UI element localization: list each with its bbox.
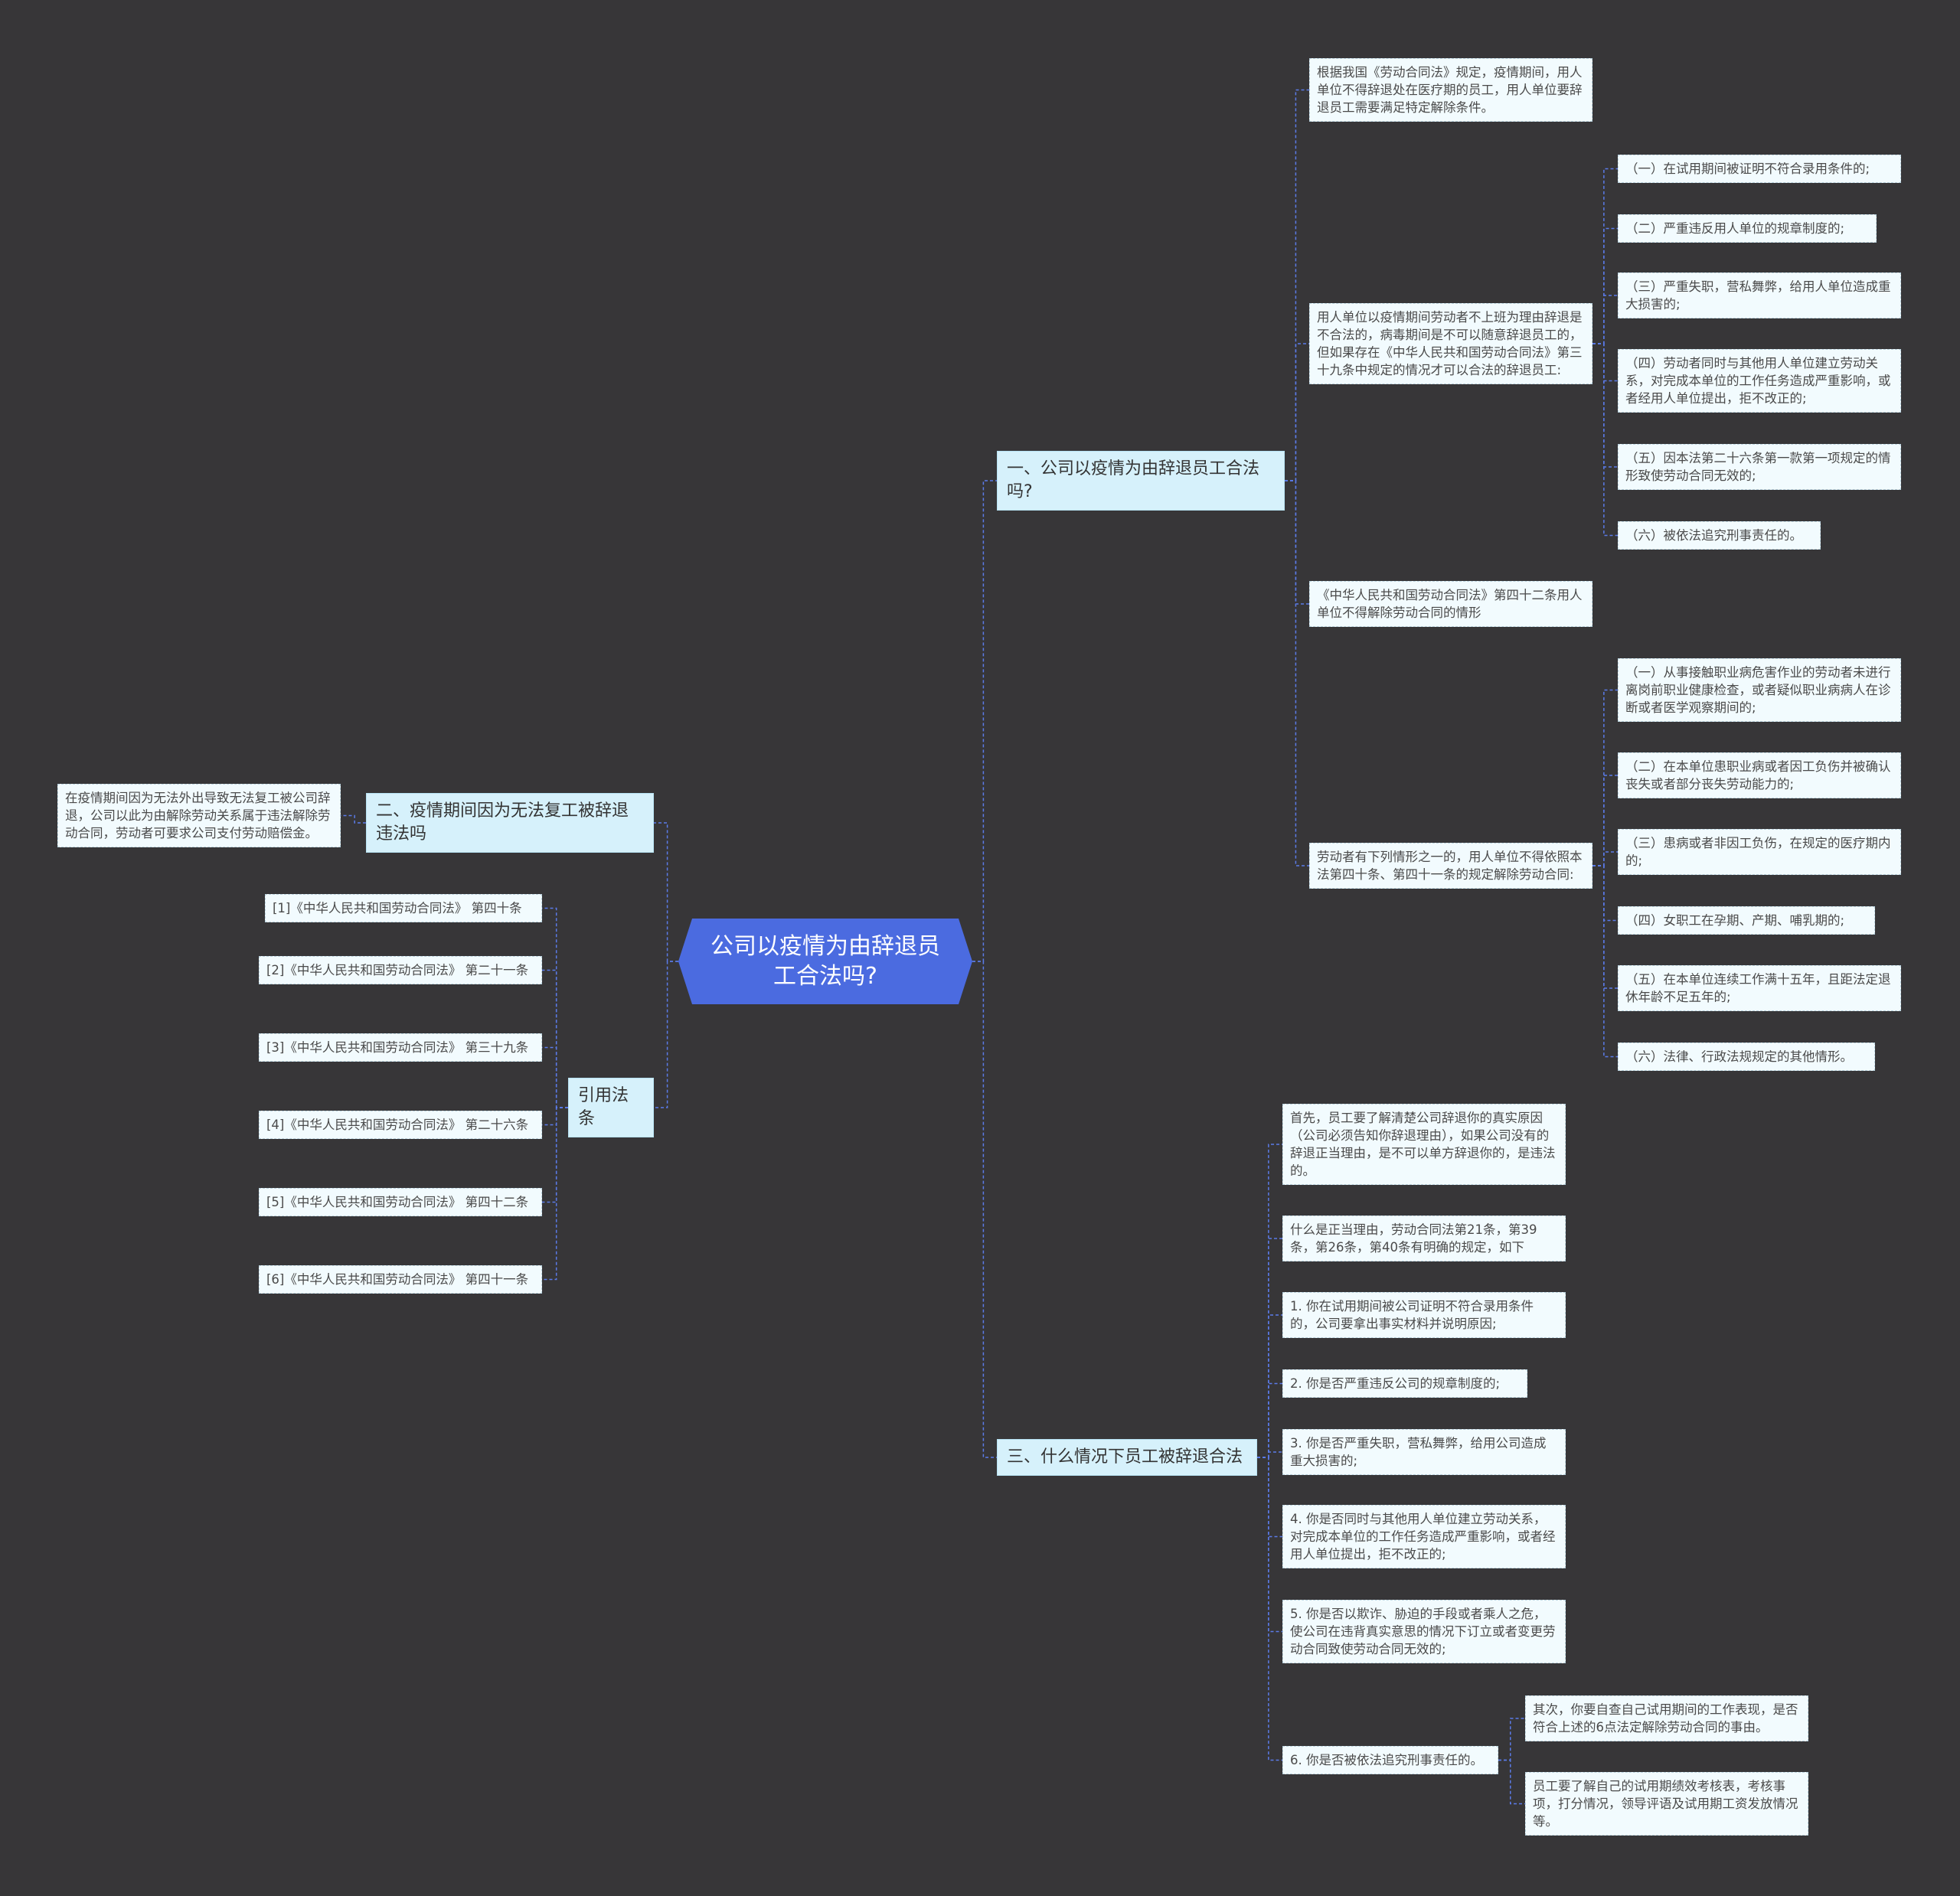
- connector-line: [972, 961, 997, 1458]
- b1-protect-item[interactable]: （六）法律、行政法规规定的其他情形。: [1618, 1043, 1875, 1071]
- b1-protect-label[interactable]: 劳动者有下列情形之一的，用人单位不得依照本法第四十条、第四十一条的规定解除劳动合…: [1309, 843, 1592, 889]
- connector-line: [1592, 168, 1618, 344]
- connector-line: [542, 969, 568, 1108]
- b4-item[interactable]: 4. 你是否同时与其他用人单位建立劳动关系，对完成本单位的工作任务造成严重影响，…: [1282, 1505, 1566, 1568]
- b3-article[interactable]: [1]《中华人民共和国劳动合同法》 第四十条: [265, 894, 542, 922]
- b1-article42[interactable]: 《中华人民共和国劳动合同法》第四十二条用人单位不得解除劳动合同的情形: [1309, 581, 1592, 627]
- connector-line: [1285, 480, 1309, 866]
- connector-line: [542, 907, 568, 1108]
- b1-dismiss-item[interactable]: （五）因本法第二十六条第一款第一项规定的情形致使劳动合同无效的;: [1618, 444, 1901, 490]
- branch-3-node[interactable]: 引用法条: [568, 1078, 654, 1137]
- b3-article[interactable]: [6]《中华人民共和国劳动合同法》 第四十一条: [259, 1265, 542, 1294]
- connector-line: [1592, 227, 1618, 344]
- b1-dismiss-item[interactable]: （六）被依法追究刑事责任的。: [1618, 521, 1821, 550]
- connector-line: [1592, 775, 1618, 866]
- b3-article[interactable]: [2]《中华人民共和国劳动合同法》 第二十一条: [259, 956, 542, 984]
- b4-item[interactable]: 首先，员工要了解清楚公司辞退你的真实原因（公司必须告知你辞退理由），如果公司没有…: [1282, 1104, 1566, 1185]
- b4-item[interactable]: 6. 你是否被依法追究刑事责任的。: [1282, 1746, 1498, 1774]
- branch-4-node[interactable]: 三、什么情况下员工被辞退合法: [997, 1439, 1257, 1476]
- branch-1-node[interactable]: 一、公司以疫情为由辞退员工合法吗?: [997, 451, 1285, 511]
- b4-sub-item[interactable]: 其次，你要自查自己试用期间的工作表现，是否符合上述的6点法定解除劳动合同的事由。: [1525, 1695, 1808, 1741]
- connector-line: [1257, 1457, 1282, 1538]
- b1-protect-item[interactable]: （三）患病或者非因工负伤，在规定的医疗期内的;: [1618, 829, 1901, 875]
- b1-protect-item[interactable]: （四）女职工在孕期、产期、哺乳期的;: [1618, 906, 1875, 935]
- b4-item[interactable]: 1. 你在试用期间被公司证明不符合录用条件的，公司要拿出事实材料并说明原因;: [1282, 1292, 1566, 1338]
- b1-dismiss-item[interactable]: （四）劳动者同时与其他用人单位建立劳动关系，对完成本单位的工作任务造成严重影响，…: [1618, 349, 1901, 413]
- connector-line: [1285, 343, 1309, 481]
- connector-line: [542, 1107, 568, 1281]
- b2-text[interactable]: 在疫情期间因为无法外出导致无法复工被公司辞退，公司以此为由解除劳动关系属于违法解…: [57, 784, 341, 847]
- connector-line: [1592, 689, 1618, 866]
- b1-protect-item[interactable]: （五）在本单位连续工作满十五年，且距法定退休年龄不足五年的;: [1618, 965, 1901, 1011]
- b1-dismiss-item[interactable]: （二）严重违反用人单位的规章制度的;: [1618, 214, 1877, 243]
- root-node[interactable]: 公司以疫情为由辞退员工合法吗?: [678, 919, 972, 1004]
- b4-item[interactable]: 3. 你是否严重失职，营私舞弊，给用公司造成重大损害的;: [1282, 1429, 1566, 1475]
- b1-dismiss-item[interactable]: （一）在试用期间被证明不符合录用条件的;: [1618, 155, 1901, 183]
- connector-line: [542, 1107, 568, 1126]
- b4-item[interactable]: 5. 你是否以欺诈、胁迫的手段或者乘人之危，使公司在违背真实意思的情况下订立或者…: [1282, 1600, 1566, 1663]
- connector-line: [1592, 865, 1618, 1058]
- connector-line: [1592, 343, 1618, 382]
- b3-article[interactable]: [4]《中华人民共和国劳动合同法》 第二十六条: [259, 1111, 542, 1139]
- b1-dismiss-label[interactable]: 用人单位以疫情期间劳动者不上班为理由辞退是不合法的，病毒期间是不可以随意辞退员工…: [1309, 303, 1592, 384]
- connector-line: [1592, 343, 1618, 537]
- connector-line: [1285, 480, 1309, 605]
- connector-line: [1257, 1451, 1282, 1458]
- b3-article[interactable]: [5]《中华人民共和国劳动合同法》 第四十二条: [259, 1188, 542, 1216]
- b3-article[interactable]: [3]《中华人民共和国劳动合同法》 第三十九条: [259, 1033, 542, 1062]
- b1-protect-item[interactable]: （二）在本单位患职业病或者因工负伤并被确认丧失或者部分丧失劳动能力的;: [1618, 752, 1901, 798]
- root-title: 公司以疫情为由辞退员工合法吗?: [710, 933, 940, 990]
- connector-line: [1592, 865, 1618, 989]
- connector-line: [1498, 1718, 1525, 1761]
- b4-sub-item[interactable]: 员工要了解自己的试用期绩效考核表，考核事项，打分情况，领导评语及试用期工资发放情…: [1525, 1772, 1808, 1836]
- connector-line: [1257, 1457, 1282, 1633]
- connector-line: [654, 822, 678, 962]
- branch-2-node[interactable]: 二、疫情期间因为无法复工被辞退违法吗: [366, 793, 654, 853]
- connector-line: [1257, 1144, 1282, 1458]
- connector-line: [1257, 1382, 1282, 1458]
- connector-line: [1592, 295, 1618, 344]
- connector-line: [1592, 851, 1618, 866]
- connector-line: [1592, 343, 1618, 468]
- connector-line: [654, 961, 678, 1108]
- connector-line: [1592, 865, 1618, 922]
- connector-line: [542, 1107, 568, 1203]
- connector-line: [1257, 1238, 1282, 1458]
- b4-item[interactable]: 2. 你是否严重违反公司的规章制度的;: [1282, 1369, 1527, 1398]
- connector-line: [972, 480, 997, 962]
- b1-protect-item[interactable]: （一）从事接触职业病危害作业的劳动者未进行离岗前职业健康检查，或者疑似职业病病人…: [1618, 658, 1901, 722]
- connector-line: [1257, 1314, 1282, 1458]
- connector-line: [1498, 1759, 1525, 1805]
- b4-item[interactable]: 什么是正当理由，劳动合同法第21条，第39条，第26条，第40条有明确的规定，如…: [1282, 1216, 1566, 1261]
- b1-dismiss-item[interactable]: （三）严重失职，营私舞弊，给用人单位造成重大损害的;: [1618, 272, 1901, 318]
- b1-intro[interactable]: 根据我国《劳动合同法》规定，疫情期间，用人单位不得辞退处在医疗期的员工，用人单位…: [1309, 58, 1592, 122]
- connector-line: [341, 814, 366, 824]
- connector-line: [1285, 89, 1309, 481]
- connector-line: [542, 1046, 568, 1108]
- connector-line: [1257, 1457, 1282, 1761]
